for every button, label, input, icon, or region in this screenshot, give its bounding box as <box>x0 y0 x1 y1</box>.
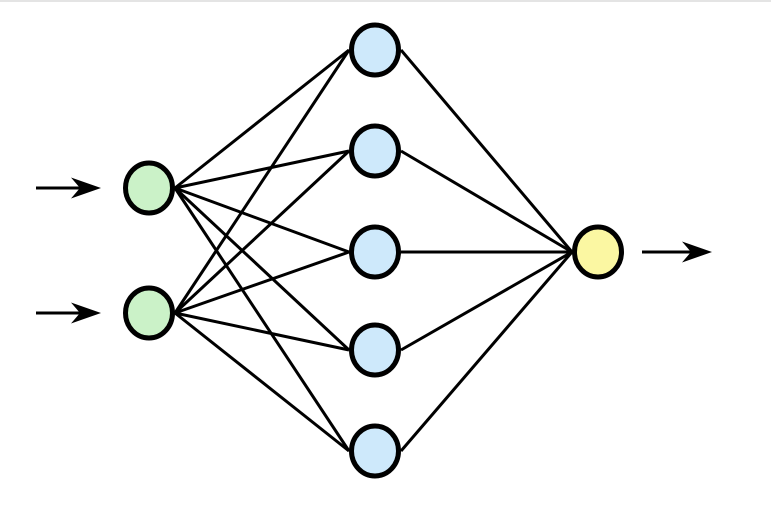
hidden-node-1 <box>349 22 401 78</box>
hidden-node-3 <box>349 224 401 280</box>
edge-input1-hidden4 <box>173 186 351 352</box>
edge-hidden4-output <box>400 250 573 352</box>
output-node-1 <box>572 224 624 280</box>
edge-input1-hidden1 <box>174 48 350 190</box>
input-node-1 <box>123 160 175 216</box>
input-arrow-2-head-icon <box>71 302 101 324</box>
window-top-border <box>0 0 771 2</box>
edge-input2-hidden1 <box>173 49 351 314</box>
hidden-node-5 <box>349 423 401 479</box>
output-arrow-head-icon <box>682 241 712 263</box>
edge-input2-hidden5 <box>174 311 350 453</box>
edge-input1-hidden5 <box>173 187 351 452</box>
edge-hidden2-output <box>400 149 573 254</box>
hidden-node-4 <box>349 322 401 378</box>
edge-input2-hidden3 <box>174 250 350 315</box>
hidden-node-2 <box>349 123 401 179</box>
edge-input2-hidden2 <box>173 149 351 315</box>
edge-hidden5-output <box>399 251 574 452</box>
edge-input1-hidden3 <box>174 186 350 254</box>
edge-hidden1-output <box>399 49 574 253</box>
edge-input1-hidden2 <box>174 149 350 190</box>
edge-input2-hidden4 <box>174 311 350 352</box>
input-arrow-1-head-icon <box>71 177 101 199</box>
input-node-2 <box>123 285 175 341</box>
